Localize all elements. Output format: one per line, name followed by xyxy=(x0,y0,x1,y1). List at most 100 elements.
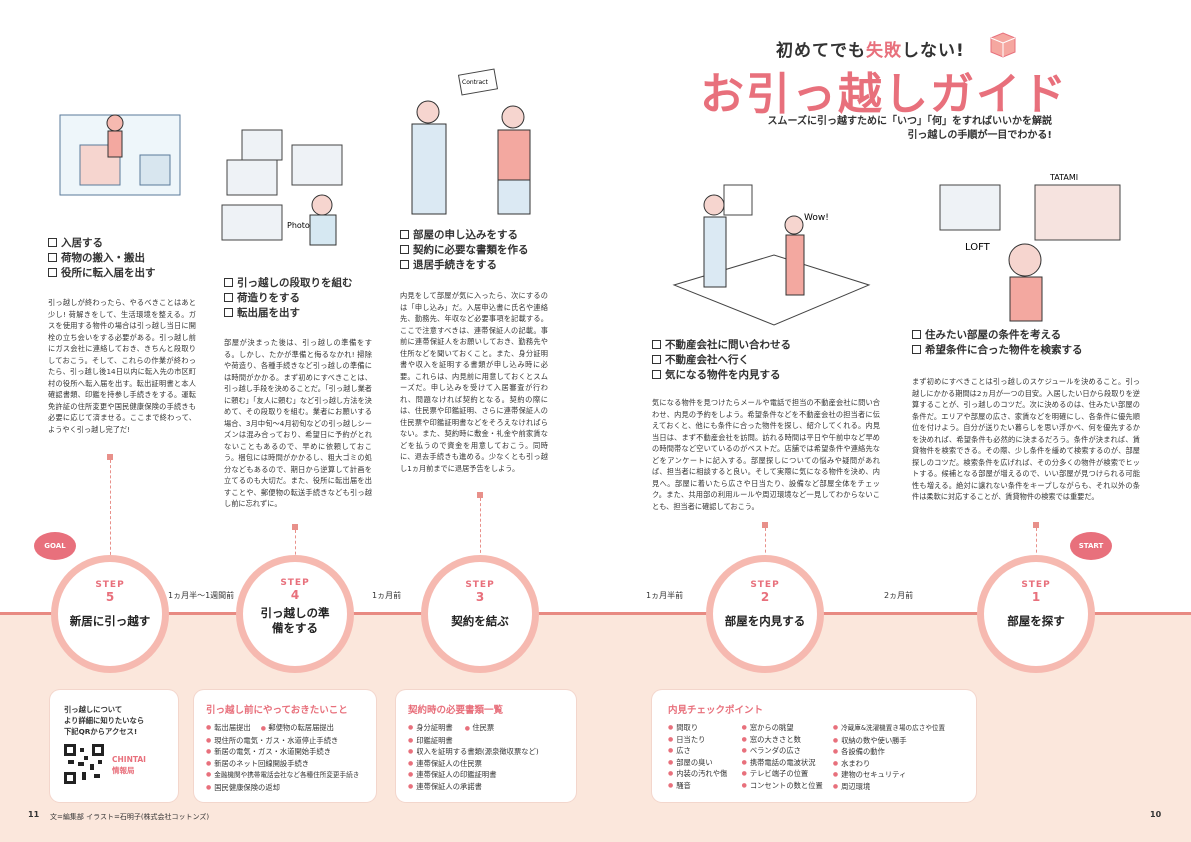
list-item: 水まわり xyxy=(833,758,960,770)
step-name: 契約を結ぶ xyxy=(451,614,509,628)
check-item: 引っ越しの段取りを組む xyxy=(224,276,353,291)
brand-name: CHINTAI xyxy=(112,755,146,764)
step3-checklist: 部屋の申し込みをする 契約に必要な書類を作る 退居手続きをする xyxy=(400,228,529,273)
illustration-viewing: Wow! xyxy=(672,184,871,326)
step-label: STEP xyxy=(280,578,310,588)
connector-line xyxy=(295,530,296,560)
subtitle-part-b: 失敗 xyxy=(866,41,902,61)
info-line: より詳細に知りたいなら xyxy=(64,716,145,725)
card-title: 引っ越し前にやっておきたいこと xyxy=(206,705,348,716)
illustration-packing: Photo xyxy=(221,129,343,246)
check-item: 部屋の申し込みをする xyxy=(400,228,529,243)
illustration-handshake: Contract xyxy=(411,68,531,215)
list-item: 転出届提出● 郵便物の転居届提出 xyxy=(206,722,364,735)
card-title: 内見チェックポイント xyxy=(668,705,764,716)
check-item: 入居する xyxy=(48,236,156,251)
check-item: 住みたい部屋の条件を考える xyxy=(912,328,1083,343)
step1-checklist: 住みたい部屋の条件を考える 希望条件に合った物件を検索する xyxy=(912,328,1083,358)
step-name: 新居に引っ越す xyxy=(69,614,151,628)
step5-checklist: 入居する 荷物の搬入・搬出 役所に転入届を出す xyxy=(48,236,156,281)
list-item: 印鑑証明書 xyxy=(408,735,564,747)
illustration-searching: TATAMI LOFT xyxy=(939,173,1121,322)
list-item: 収納の数や使い勝手 xyxy=(833,735,960,747)
duration-label: 1ヵ月前 xyxy=(372,591,402,600)
duration-label: 1ヵ月半前 xyxy=(646,591,684,600)
list-item: 建物のセキュリティ xyxy=(833,769,960,781)
step-number: 4 xyxy=(290,588,300,602)
card-check: 内見チェックポイント 間取り 日当たり 広さ 部屋の臭い 内装の汚れや傷 騒音 … xyxy=(652,690,976,802)
check-item: 転出届を出す xyxy=(224,306,353,321)
start-tag: START xyxy=(1070,532,1112,560)
timeline-line xyxy=(0,612,1191,615)
list-item: 冷蔵庫&洗濯機置き場の広さや位置 xyxy=(833,722,960,735)
step-number: 2 xyxy=(760,590,770,604)
list-item: 窓の大きさと数 xyxy=(742,734,823,746)
step-label: STEP xyxy=(465,580,495,590)
list-item: 連帯保証人の承諾書 xyxy=(408,781,564,793)
info-line: 下記QRからアクセス! xyxy=(64,727,138,736)
list-item: 各設備の動作 xyxy=(833,746,960,758)
step3-text: 内見をして部屋が気に入ったら、次にするのは「申し込み」だ。入居申込書に氏名や連絡… xyxy=(400,291,548,473)
step-label: STEP xyxy=(750,580,780,590)
list-item: 周辺環境 xyxy=(833,781,960,793)
connector-line xyxy=(110,460,111,560)
connector-dot xyxy=(292,524,298,530)
duration-label: 2ヵ月前 xyxy=(884,591,914,600)
connector-line xyxy=(480,498,481,558)
wow-label: Wow! xyxy=(804,213,829,223)
step1-text: まず初めにすべきことは引っ越しのスケジュールを決めること。引っ越しにかかる期間は… xyxy=(912,377,1140,501)
subtitle-part-c: しない! xyxy=(902,41,965,61)
list-item: コンセントの数と位置 xyxy=(742,780,823,792)
step-name: 部屋を探す xyxy=(1007,614,1065,628)
qr-info-box: 引っ越しについて より詳細に知りたいなら 下記QRからアクセス! CHINTAI… xyxy=(50,690,178,802)
lead-line-2: 引っ越しの手順が一目でわかる! xyxy=(907,130,1052,141)
lead-text: スムーズに引っ越すために「いつ」「何」をすればいいかを解説 引っ越しの手順が一目… xyxy=(700,115,1053,143)
check-item: 気になる物件を内見する xyxy=(652,368,791,383)
credit: 文=編集部 イラスト=石明子(株式会社コットンズ) xyxy=(50,813,210,821)
list-item: 連帯保証人の印鑑証明書 xyxy=(408,769,564,781)
list-item: 収入を証明する書類(源泉徴収票など) xyxy=(408,746,564,758)
step5-text: 引っ越しが終わったら、やるべきことはあと少し! 荷解きをして、生活環境を整える。… xyxy=(48,298,196,434)
connector-line xyxy=(1036,528,1037,558)
card-title: 契約時の必要書類一覧 xyxy=(408,705,504,716)
contract-label: Contract xyxy=(462,79,488,86)
list-item: 部屋の臭い xyxy=(668,757,732,769)
step-label: STEP xyxy=(1021,580,1051,590)
connector-dot xyxy=(1033,522,1039,528)
list-item: 携帯電話の電波状況 xyxy=(742,757,823,769)
subtitle-part-a: 初めてでも xyxy=(776,41,866,61)
list-item: 窓からの眺望 xyxy=(742,722,823,734)
list-item: 現住所の電気・ガス・水道停止手続き xyxy=(206,735,364,747)
brand-sub: 情報局 xyxy=(112,766,135,775)
list-item: 身分証明書● 住民票 xyxy=(408,722,564,735)
page-title: お引っ越しガイド xyxy=(700,69,1068,120)
list-item: 国民健康保険の返却 xyxy=(206,782,364,794)
list-item: 新居のネット回線開設手続き xyxy=(206,758,364,770)
connector-dot xyxy=(762,522,768,528)
tatami-label: TATAMI xyxy=(1049,173,1078,182)
check-item: 希望条件に合った物件を検索する xyxy=(912,343,1083,358)
list-item: 新居の電気・ガス・水道開始手続き xyxy=(206,746,364,758)
step-label: STEP xyxy=(95,580,125,590)
card-prep: 引っ越し前にやっておきたいこと 転出届提出● 郵便物の転居届提出 現住所の電気・… xyxy=(194,690,376,802)
connector-dot xyxy=(477,492,483,498)
step-name: 部屋を内見する xyxy=(724,614,806,628)
qr-code-icon[interactable] xyxy=(64,744,104,784)
check-item: 退居手続きをする xyxy=(400,258,529,273)
list-item: 広さ xyxy=(668,745,732,757)
list-item: 間取り xyxy=(668,722,732,734)
list-item: 連帯保証人の住民票 xyxy=(408,758,564,770)
step-name: 引っ越しの準備をする xyxy=(260,606,330,635)
list-item: テレビ端子の位置 xyxy=(742,768,823,780)
connector-line xyxy=(765,528,766,558)
step4-text: 部屋が決まった後は、引っ越しの準備をする。しかし、たかが準備と侮るなかれ! 掃除… xyxy=(224,338,372,508)
box-icon xyxy=(990,32,1016,58)
connector-dot xyxy=(107,454,113,460)
step-number: 3 xyxy=(475,590,485,604)
step4-checklist: 引っ越しの段取りを組む 荷造りをする 転出届を出す xyxy=(224,276,353,321)
check-item: 荷造りをする xyxy=(224,291,353,306)
